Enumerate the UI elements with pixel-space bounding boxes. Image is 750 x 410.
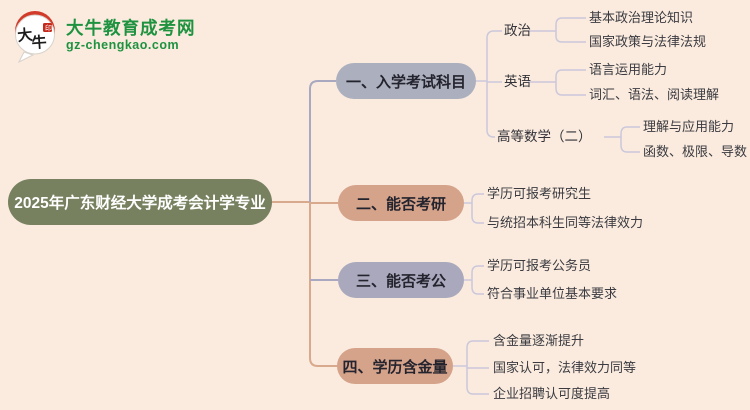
site-logo: 大 牛 印 大牛教育成考网 gz-chengkao.com xyxy=(12,10,196,64)
branch-3-civil-service: 三、能否考公 xyxy=(338,262,464,298)
branch-2-postgraduate: 二、能否考研 xyxy=(338,185,464,221)
leaf-item: 含金量逐渐提升 xyxy=(493,333,585,348)
leaf-item: 语言运用能力 xyxy=(589,62,668,77)
leaf-item: 学历可报考公务员 xyxy=(487,258,592,273)
branch-4-degree-value: 四、学历含金量 xyxy=(337,348,453,384)
svg-text:大: 大 xyxy=(17,26,34,45)
leaf-item: 词汇、语法、阅读理解 xyxy=(589,87,720,102)
leaf-item: 符合事业单位基本要求 xyxy=(487,286,618,301)
logo-domain: gz-chengkao.com xyxy=(66,38,180,53)
svg-text:牛: 牛 xyxy=(31,33,47,52)
leaf-item: 学历可报考研究生 xyxy=(487,186,592,201)
branch-1-exam-subjects: 一、入学考试科目 xyxy=(336,63,476,99)
leaf-item: 国家政策与法律法规 xyxy=(589,34,707,49)
sub-node-math: 高等数学（二） xyxy=(497,129,592,144)
svg-text:印: 印 xyxy=(45,25,52,33)
sub-node-english: 英语 xyxy=(504,74,531,89)
leaf-item: 企业招聘认可度提高 xyxy=(493,386,611,401)
sub-node-politics: 政治 xyxy=(504,23,531,38)
root-node: 2025年广东财经大学成考会计学专业 xyxy=(8,179,272,225)
leaf-item: 国家认可，法律效力同等 xyxy=(493,360,637,375)
logo-title: 大牛教育成考网 xyxy=(66,18,196,38)
leaf-item: 函数、极限、导数 xyxy=(643,144,748,159)
leaf-item: 与统招本科生同等法律效力 xyxy=(487,215,644,230)
leaf-item: 理解与应用能力 xyxy=(643,119,735,134)
leaf-item: 基本政治理论知识 xyxy=(589,10,694,25)
daniu-bubble-icon: 大 牛 印 xyxy=(15,11,55,64)
